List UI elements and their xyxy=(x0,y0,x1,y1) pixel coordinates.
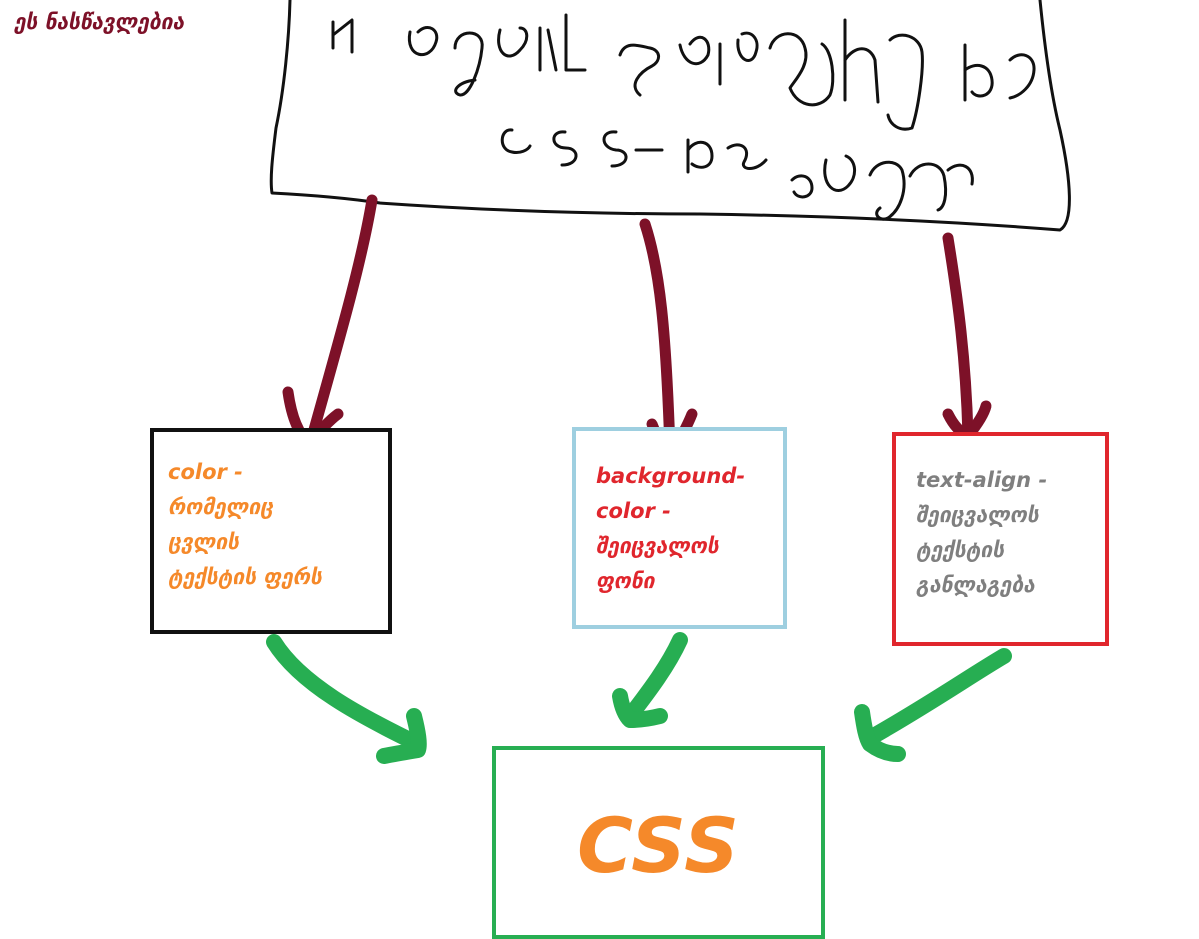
box-bg-line-4: ფონი xyxy=(596,569,655,593)
box-color-property: color - რომელიც ცვლის ტექსტის ფერს xyxy=(150,428,392,634)
box-bg-line-3: შეიცვალოს xyxy=(596,534,719,558)
box-color-line-4: ტექსტის ფერს xyxy=(168,565,322,589)
box-text-align-property: text-align - შეიცვალოს ტექსტის განლაგება xyxy=(892,432,1109,646)
box-align-line-2: შეიცვალოს xyxy=(916,503,1039,527)
arrow-to-color-box xyxy=(282,194,378,450)
handwritten-scribble xyxy=(331,13,1036,221)
box-align-line-1: text-align - xyxy=(916,468,1048,492)
css-title: CSS xyxy=(577,801,740,890)
green-arrow-left xyxy=(266,634,427,764)
box-align-line-4: განლაგება xyxy=(916,573,1035,597)
green-arrow-right xyxy=(854,648,1012,762)
css-target-box: CSS xyxy=(492,746,825,939)
box-color-line-1: color - xyxy=(168,460,243,484)
box-color-line-2: რომელიც xyxy=(168,495,274,519)
corner-label: ეს ნასწავლებია xyxy=(14,10,185,34)
box-color-line-3: ცვლის xyxy=(168,530,240,554)
green-arrow-center xyxy=(612,632,688,728)
handdrawn-header-box xyxy=(269,0,1071,232)
box-bg-line-2: color - xyxy=(596,499,671,523)
arrow-to-align-box xyxy=(942,232,992,442)
box-align-line-3: ტექსტის xyxy=(916,538,1005,562)
arrow-to-bg-box xyxy=(639,218,698,458)
box-background-color-property: background- color - შეიცვალოს ფონი xyxy=(572,427,787,629)
box-bg-line-1: background- xyxy=(596,464,746,488)
